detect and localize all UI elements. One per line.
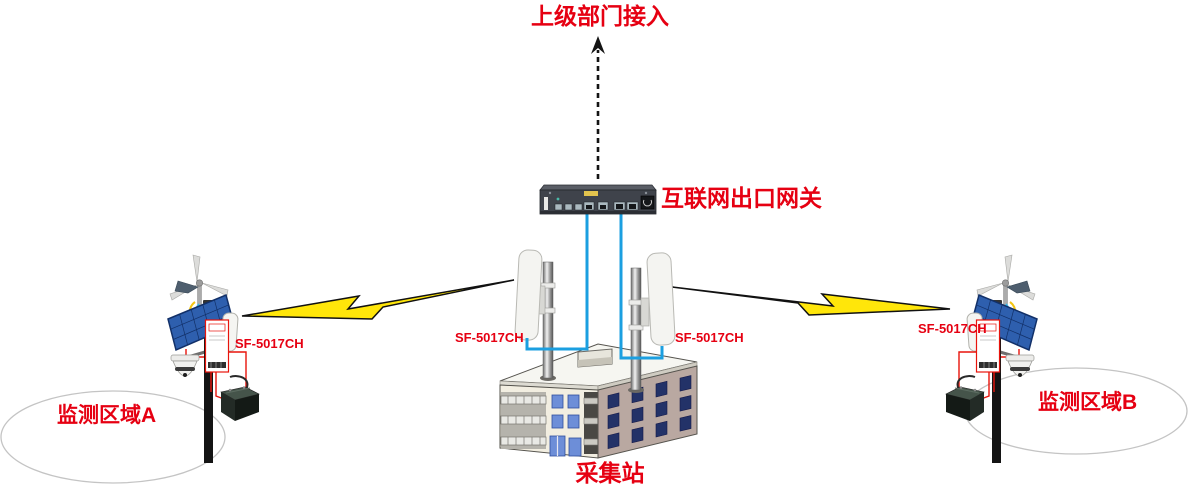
wireless-link-bolt-right	[671, 286, 951, 316]
panel-antenna-icon	[514, 249, 543, 341]
base-antenna-right	[628, 252, 676, 393]
collection-station-label: 采集站	[575, 460, 645, 486]
gateway-label: 互联网出口网关	[661, 185, 822, 211]
collection-station-building	[499, 343, 698, 459]
front-windows	[549, 394, 582, 457]
monitoring-station-a	[167, 254, 260, 463]
wireless-link-bolt-left	[241, 279, 515, 320]
uplink-arrow	[591, 36, 605, 179]
control-box	[204, 319, 230, 373]
network-cables	[525, 214, 664, 360]
monitoring-area-a-label: 监测区域A	[57, 404, 157, 427]
device-model-label-station-a: SF-5017CH	[235, 336, 304, 351]
monitoring-area-b-label: 监测区域B	[1038, 391, 1138, 414]
device-model-label-station-b: SF-5017CH	[918, 321, 987, 336]
base-antenna-left	[514, 249, 556, 381]
panel-antenna-icon	[646, 252, 676, 346]
monitoring-station-b	[944, 253, 1039, 465]
battery-icon	[220, 386, 260, 421]
station-pole	[204, 303, 213, 463]
dome-camera-icon	[170, 354, 200, 377]
uplink-label: 上级部门接入	[531, 3, 669, 29]
gateway-router	[539, 184, 657, 215]
device-model-label-center-right: SF-5017CH	[675, 330, 744, 345]
wind-turbine-icon	[169, 254, 229, 307]
side-windows	[607, 375, 692, 449]
device-model-label-center-left: SF-5017CH	[455, 330, 524, 345]
monitoring-area-a-ellipse	[0, 390, 226, 484]
